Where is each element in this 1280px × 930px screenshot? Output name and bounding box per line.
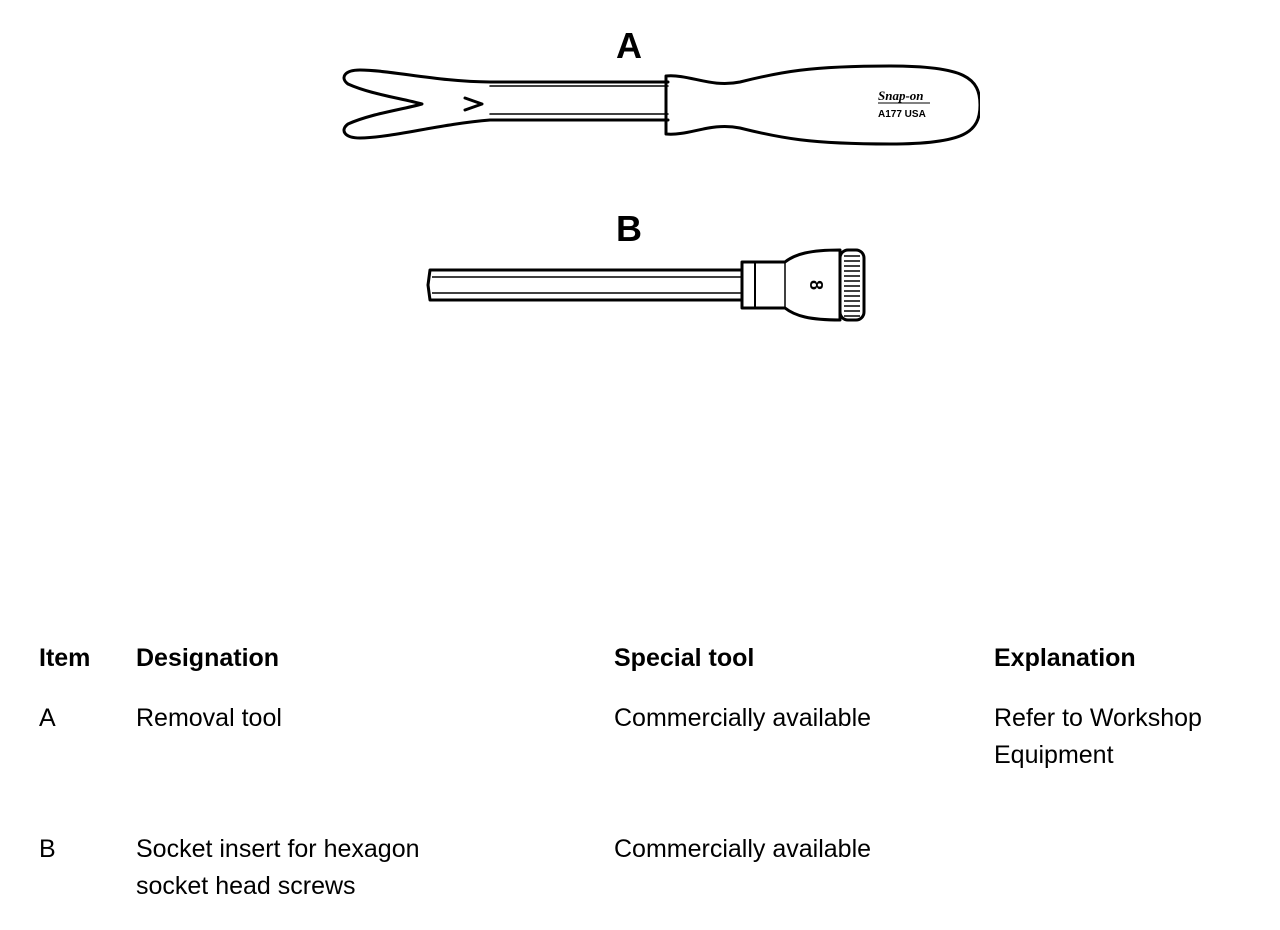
header-explanation: Explanation: [994, 644, 1136, 672]
figure-label-a: A: [616, 25, 642, 66]
row-a-special-tool: Commercially available: [614, 704, 872, 732]
row-a-designation: Removal tool: [136, 704, 282, 732]
row-b-designation: Socket insert for hexagon socket head sc…: [136, 835, 420, 900]
header-item: Item: [39, 644, 91, 672]
row-b-special-tool: Commercially available: [614, 835, 872, 863]
figure-label-b: B: [616, 208, 642, 249]
row-b-item: B: [39, 835, 56, 863]
socket-size-label: 8: [806, 280, 826, 290]
header-special-tool: Special tool: [614, 644, 755, 672]
header-designation: Designation: [136, 644, 280, 672]
tool-a-part-number: A177 USA: [878, 109, 926, 120]
socket-insert-illustration: 8: [426, 248, 866, 322]
row-a-item: A: [39, 704, 56, 732]
tool-a-brand: Snap-on: [878, 88, 924, 103]
removal-tool-illustration: Snap-on A177 USA: [342, 64, 980, 146]
row-a-explanation: Refer to Workshop Equipment: [994, 704, 1202, 769]
